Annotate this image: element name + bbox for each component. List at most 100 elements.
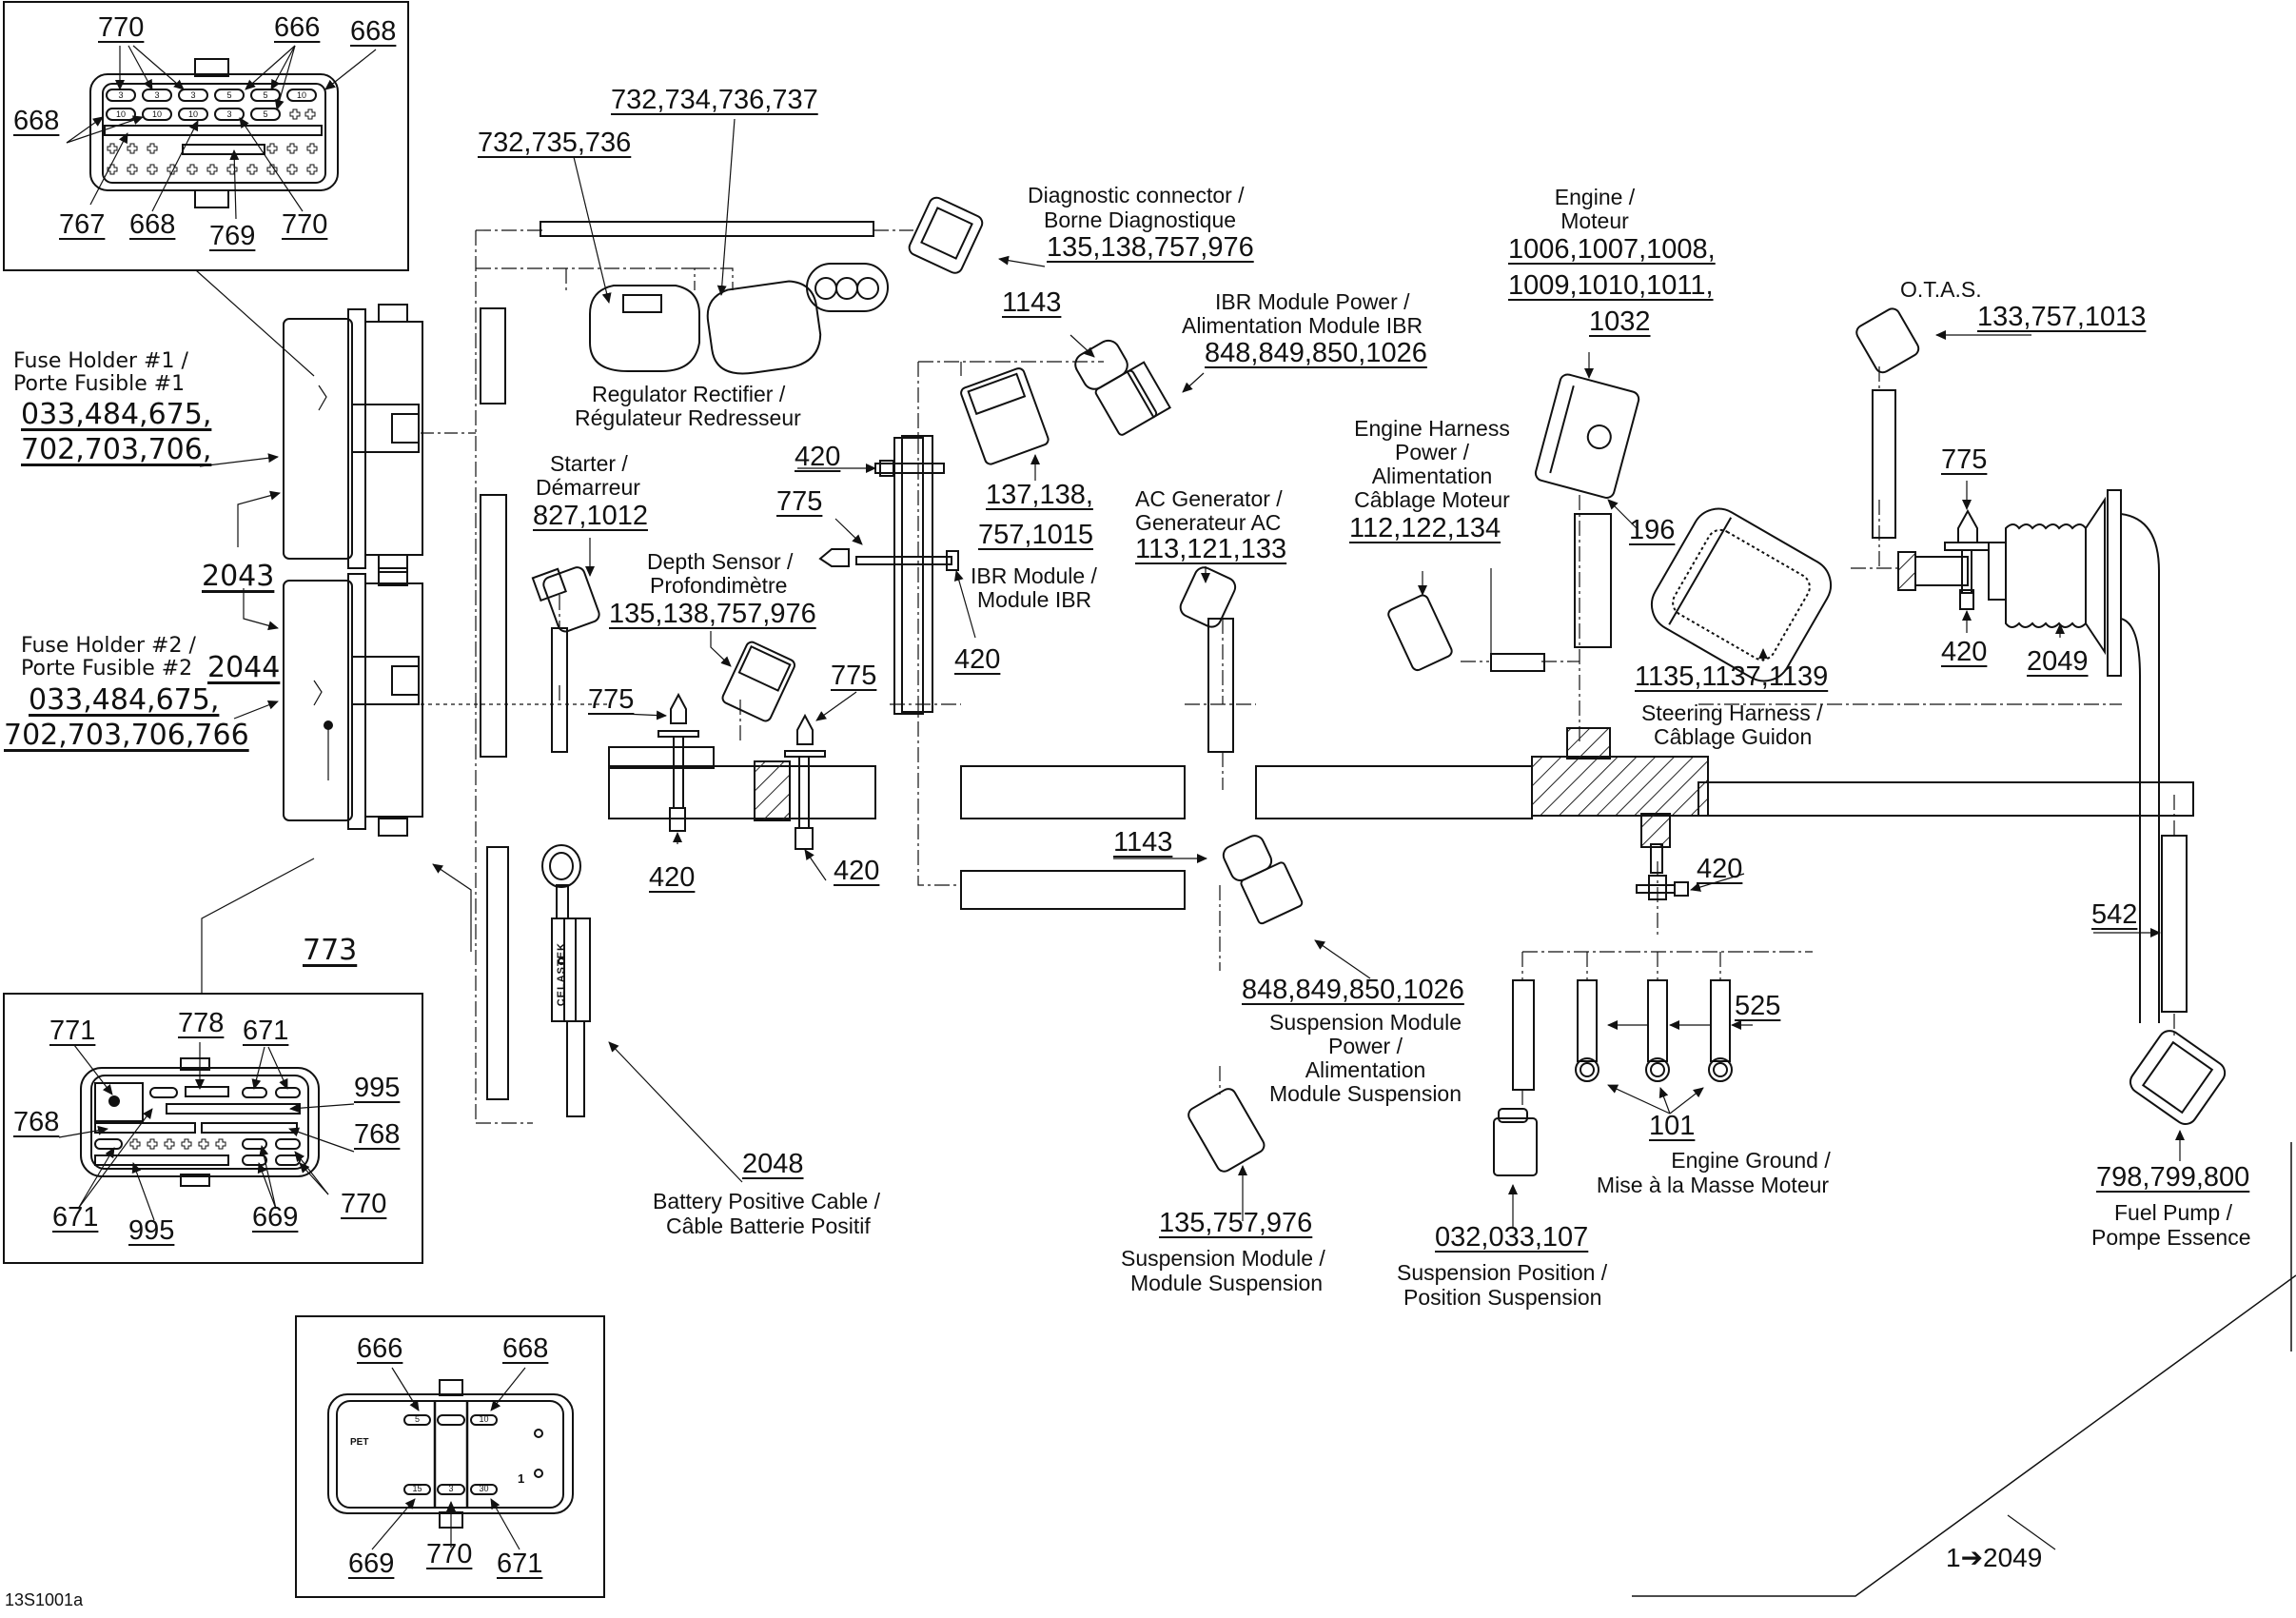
- fb1-fuse-slot: [142, 89, 172, 102]
- push-clip-left: [657, 692, 699, 832]
- fb2-callout-770: 770: [341, 1189, 387, 1219]
- detail-1-leader: [195, 269, 315, 377]
- fb1-pin-cavity: [306, 164, 318, 175]
- tie-420-ibr-top: 420: [795, 442, 841, 472]
- relay-slot-rating: 30: [479, 1484, 488, 1493]
- push-clip-right: [784, 713, 826, 850]
- fb2-callout-671-bottom: 671: [52, 1202, 99, 1233]
- fb1-fuse-slot-rating: 3: [190, 90, 195, 100]
- relay-marking: PET: [350, 1437, 369, 1448]
- suspension-module-title-fr: Module Suspension: [1130, 1271, 1324, 1295]
- fb2-callout-768-right: 768: [354, 1119, 401, 1150]
- fuse-holder-2-title-en: Fuse Holder #2 /: [21, 634, 196, 658]
- figure-reference-code: 13S1001a: [5, 1590, 84, 1609]
- fb2-callout-768-left: 768: [13, 1107, 60, 1137]
- depth-sensor-connector: [721, 641, 796, 722]
- fb2-callout-669: 669: [252, 1202, 299, 1233]
- suspension-power-parts: 848,849,850,1026: [1242, 975, 1464, 1005]
- ibr-power-callout: 1143: [1002, 287, 1062, 318]
- fb2-callout-995-right: 995: [354, 1073, 401, 1103]
- fb2-callout-671-top: 671: [243, 1016, 289, 1046]
- engine-parts-3: 1032: [1589, 306, 1651, 337]
- fb1-pin-cavity: [186, 164, 198, 175]
- fb1-pin-cavity: [127, 164, 138, 175]
- fb2-pin-cavity: [215, 1138, 226, 1150]
- fuse-holder-2: [283, 567, 423, 837]
- fuel-pump-connector: [2129, 1030, 2227, 1125]
- fb1-fuse-slot: [250, 89, 281, 102]
- fb1-fuse-slot: [142, 108, 172, 121]
- fb2-pin-cavity: [164, 1138, 175, 1150]
- relay-callout-666: 666: [357, 1333, 403, 1364]
- relay-slot: [437, 1484, 465, 1495]
- clip-775-ibr: 775: [776, 486, 823, 517]
- fb1-pin-cavity: [289, 109, 301, 120]
- steering-boot: [1897, 489, 2160, 1023]
- fb1-fuse-slot-rating: 10: [188, 109, 198, 119]
- fb1-fuse-slot-rating: 10: [297, 90, 306, 100]
- ibr-module-connector: [960, 367, 1050, 465]
- regulator-title-en: Regulator Rectifier /: [592, 382, 786, 406]
- fb1-fuse-slot-rating: 5: [263, 90, 267, 100]
- fuse-holder-2-screw: 773: [303, 934, 358, 967]
- fb1-pin-cavity: [266, 143, 278, 154]
- fb1-pin-cavity: [286, 164, 298, 175]
- relay-callout-668: 668: [502, 1333, 549, 1364]
- steering-harness-connector: [1650, 507, 1833, 682]
- fb2-fuse-slot: [149, 1087, 178, 1098]
- battery-cable-title-fr: Câble Batterie Positif: [666, 1214, 871, 1238]
- engine-clip-196: 196: [1629, 515, 1676, 545]
- fb1-fuse-slot: [178, 89, 208, 102]
- relay-slot: [403, 1414, 431, 1426]
- engine-harness-title-2: Power /: [1395, 440, 1469, 464]
- ibr-module-title-fr: Module IBR: [977, 587, 1092, 612]
- starter-parts: 827,1012: [533, 501, 648, 531]
- boot-tie-420: 420: [1941, 637, 1988, 667]
- engine-parts-2: 1009,1010,1011,: [1508, 270, 1714, 301]
- otas-title: O.T.A.S.: [1900, 277, 1982, 302]
- tie-420-ibr-side: 420: [954, 644, 1001, 675]
- steering-harness-title-en: Steering Harness /: [1641, 700, 1823, 725]
- fb2-fuse-slot: [94, 1138, 123, 1150]
- fb2-fuse-slot: [275, 1154, 301, 1166]
- depth-sensor-title-fr: Profondimètre: [650, 573, 788, 598]
- engine-harness-parts: 112,122,134: [1349, 513, 1501, 543]
- starter-title-en: Starter /: [550, 451, 628, 476]
- boot-clip-775: 775: [1941, 444, 1988, 475]
- fb1-pin-cavity: [147, 164, 158, 175]
- relay-slot: [437, 1414, 465, 1426]
- engine-harness-title-1: Engine Harness: [1354, 416, 1510, 441]
- fb1-pin-cavity: [127, 143, 138, 154]
- ac-generator-title-en: AC Generator /: [1135, 486, 1283, 511]
- otas-connector: [1855, 307, 1920, 374]
- fuse-holder-1-title-fr: Porte Fusible #1: [13, 372, 186, 396]
- engine-connector: [1534, 373, 1640, 499]
- clip-775-left: 775: [588, 684, 635, 715]
- battery-cable: [541, 844, 591, 1117]
- suspension-position-connector: [1493, 1108, 1538, 1176]
- clip-775-right: 775: [831, 661, 877, 691]
- fb2-callout-778: 778: [178, 1008, 225, 1038]
- fb1-pin-cavity: [107, 164, 118, 175]
- fb1-fuse-slot: [106, 108, 136, 121]
- ibr-power-title-en: IBR Module Power /: [1215, 289, 1410, 314]
- fuel-sleeve-542: 542: [2091, 899, 2138, 930]
- fb2-pin-cavity: [198, 1138, 209, 1150]
- fb1-fuse-slot-rating: 3: [154, 90, 159, 100]
- fb2-pin-cavity: [147, 1138, 158, 1150]
- fb1-pin-cavity: [246, 164, 258, 175]
- fb2-fuse-slot: [242, 1138, 267, 1150]
- suspension-power-title-2: Power /: [1328, 1034, 1403, 1058]
- steering-harness-title-fr: Câblage Guidon: [1654, 724, 1813, 749]
- fb2-pin-cavity: [129, 1138, 141, 1150]
- fuse-box-1-leaders: [66, 45, 377, 220]
- ac-generator-connector: [1179, 566, 1237, 628]
- harness-sleeves: [480, 221, 2194, 1100]
- battery-cable-brand: CELASTEK: [556, 942, 567, 1007]
- regulator-connector-b: [706, 280, 822, 375]
- starter-connector: [531, 566, 600, 633]
- suspension-power-connector: [1222, 835, 1304, 925]
- suspension-position-parts: 032,033,107: [1435, 1222, 1589, 1253]
- fuse-holder-1-parts-2: 702,703,706,: [21, 433, 212, 466]
